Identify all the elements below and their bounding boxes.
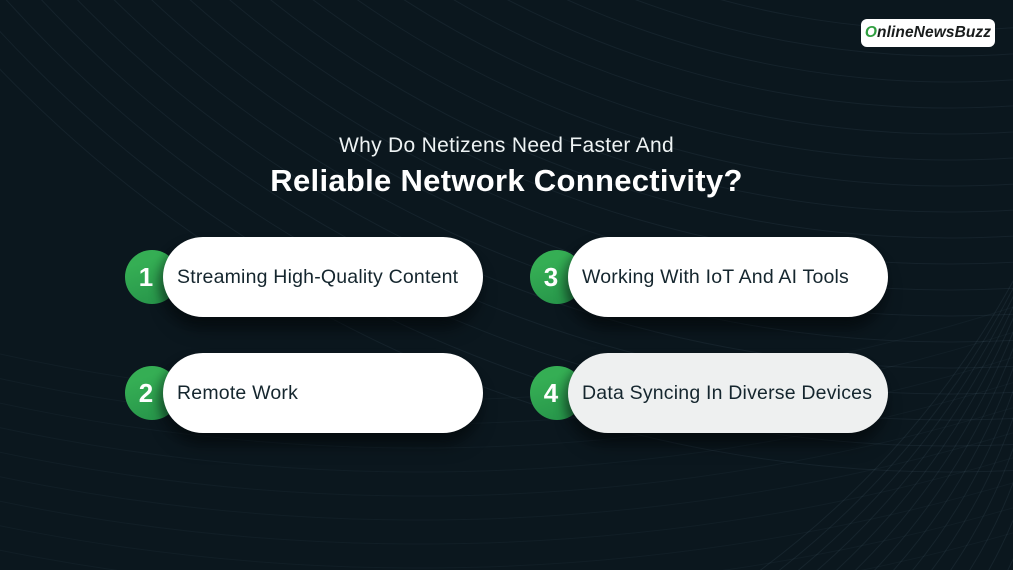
item-label-2: Remote Work (177, 381, 299, 404)
onlinenewsbuzz-logo-badge: OnlineNewsBuzz (861, 19, 995, 47)
item-label-1: Streaming High-Quality Content (177, 265, 459, 288)
list-item-4: 4 Data Syncing In Diverse Devices (530, 353, 888, 433)
item-pill-2: Remote Work (163, 353, 483, 433)
item-pill-1: Streaming High-Quality Content (163, 237, 483, 317)
logo-rest-letters: nlineNewsBuzz (877, 24, 992, 41)
page-title: Why Do Netizens Need Faster And Reliable… (0, 134, 1013, 199)
logo-text: OnlineNewsBuzz (865, 24, 991, 42)
item-label-3: Working With IoT And AI Tools (582, 265, 850, 288)
item-pill-4: Data Syncing In Diverse Devices (568, 353, 888, 433)
list-item-3: 3 Working With IoT And AI Tools (530, 237, 888, 317)
item-label-4: Data Syncing In Diverse Devices (582, 381, 873, 404)
title-line-2: Reliable Network Connectivity? (270, 163, 743, 198)
item-pill-3: Working With IoT And AI Tools (568, 237, 888, 317)
title-line-1: Why Do Netizens Need Faster And (339, 134, 674, 157)
logo-o-letter: O (864, 24, 878, 41)
list-item-1: 1 Streaming High-Quality Content (125, 237, 483, 317)
list-item-2: 2 Remote Work (125, 353, 483, 433)
